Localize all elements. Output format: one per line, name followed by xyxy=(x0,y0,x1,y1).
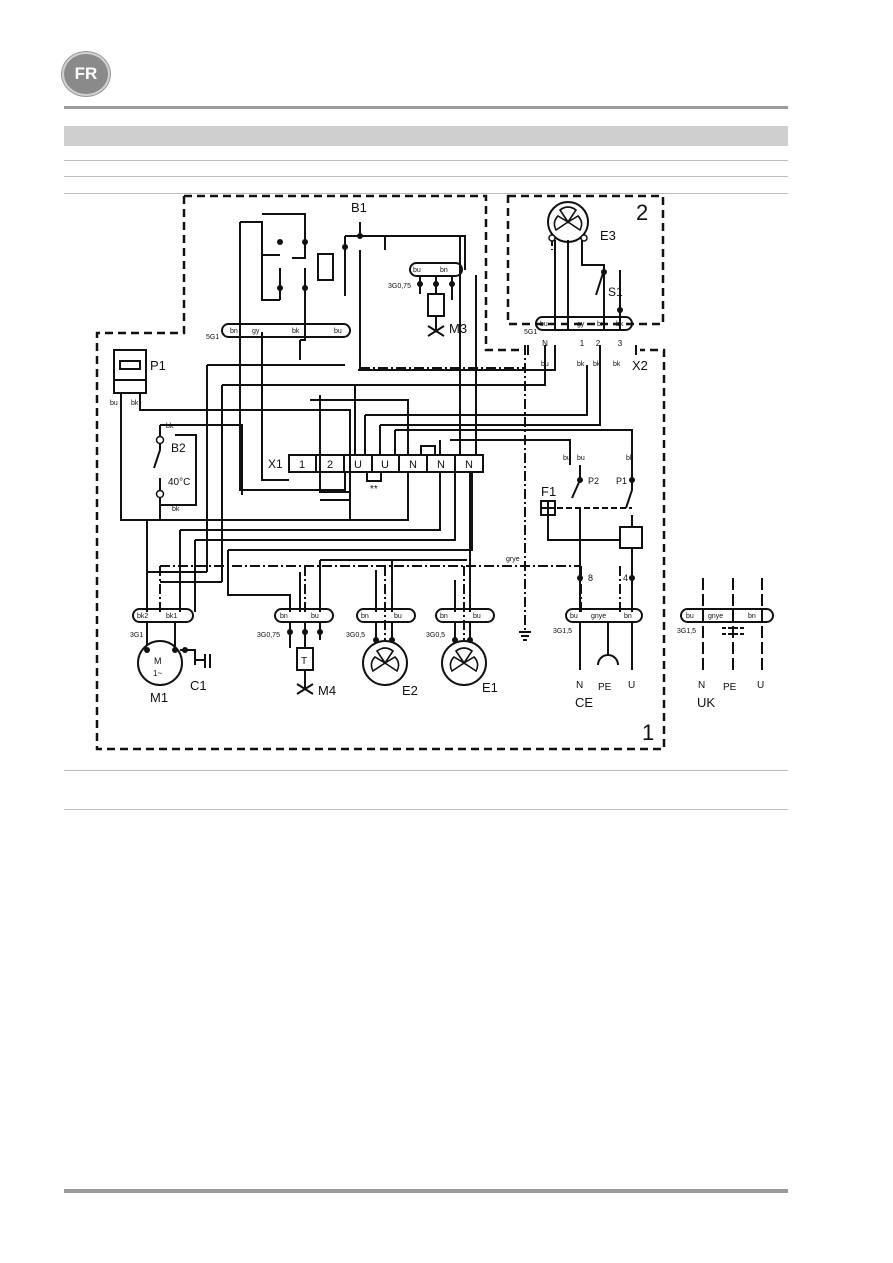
wire-code: bu xyxy=(570,613,578,620)
wire-code: bn xyxy=(361,613,369,620)
wire-code: bu xyxy=(311,613,319,620)
uk-supply-pe: PE xyxy=(723,682,737,693)
divider-3 xyxy=(64,193,788,194)
wire-code: bk xyxy=(172,506,180,513)
label-x2: X2 xyxy=(632,358,648,373)
divider-2 xyxy=(64,176,788,177)
x1-terminal: U xyxy=(354,459,362,471)
divider-1 xyxy=(64,160,788,161)
x1-terminal: 1 xyxy=(299,459,305,471)
wire-code: bu xyxy=(540,321,548,328)
wire-code: bn xyxy=(230,328,238,335)
uk-supply-u: U xyxy=(757,680,764,691)
divider-5 xyxy=(64,809,788,810)
m4-t-letter: T xyxy=(301,656,307,667)
label-p2-contact: P2 xyxy=(588,476,599,486)
wire-code: bu xyxy=(577,455,585,462)
wire-code: bn xyxy=(597,321,605,328)
x2-terminal: N xyxy=(542,339,548,348)
cable-5g1-left: 5G1 xyxy=(206,334,219,341)
motor-m-letter: M xyxy=(154,656,162,666)
wire-code: bu xyxy=(686,613,694,620)
wire-code: bn xyxy=(280,613,288,620)
label-m1: M1 xyxy=(150,690,168,705)
label-c1: C1 xyxy=(190,678,207,693)
wire-code: bk2 xyxy=(137,613,148,620)
header-rule xyxy=(64,106,788,109)
cable-3g075-m4: 3G0,75 xyxy=(257,632,280,639)
label-b2-temp: 40°C xyxy=(168,477,190,488)
wire-code: gnye xyxy=(591,613,606,620)
motor-phase: 1~ xyxy=(153,669,162,678)
wire-code: bu xyxy=(563,455,571,462)
label-f1: F1 xyxy=(541,484,556,499)
section-title-band xyxy=(64,126,788,146)
divider-4 xyxy=(64,770,788,771)
label-b1: B1 xyxy=(351,200,367,215)
wire-code: bk xyxy=(577,361,585,368)
wire-code: bk xyxy=(613,361,621,368)
wire-code: grye xyxy=(506,556,520,563)
wire-code: bk xyxy=(166,423,174,430)
wire-code: gy xyxy=(577,321,585,328)
cable-3g075-m3: 3G0,75 xyxy=(388,283,411,290)
terminal-4: 4 xyxy=(623,573,628,583)
x1-terminal: 2 xyxy=(327,459,333,471)
label-e1: E1 xyxy=(482,680,498,695)
jumper-mark: ** xyxy=(370,484,378,495)
terminal-8: 8 xyxy=(588,573,593,583)
wire-code: bn xyxy=(748,613,756,620)
wire-code: bk xyxy=(616,321,624,328)
footer-rule xyxy=(64,1189,788,1193)
wire-code: bu xyxy=(473,613,481,620)
x1-terminal: U xyxy=(381,459,389,471)
wire-code: gy xyxy=(252,328,260,335)
cable-3g05-e2: 3G0,5 xyxy=(346,632,365,639)
ce-supply-u: U xyxy=(628,680,635,691)
cable-3g1-m1: 3G1 xyxy=(130,632,143,639)
ce-supply-pe: PE xyxy=(598,682,612,693)
label-p1-contact: P1 xyxy=(616,476,627,486)
unit-1-number: 1 xyxy=(642,720,654,745)
wire-code: bk xyxy=(131,400,139,407)
ce-supply-n: N xyxy=(576,680,583,691)
wire-code: gnye xyxy=(708,613,723,620)
cable-3g15-ce: 3G1,5 xyxy=(553,628,572,635)
wire-code: bn xyxy=(440,613,448,620)
label-p1: P1 xyxy=(150,358,166,373)
wire-code: bu xyxy=(541,361,549,368)
wire-code: bk xyxy=(593,361,601,368)
wire-code: bu xyxy=(394,613,402,620)
language-badge: FR xyxy=(62,52,110,96)
label-s1: S1 xyxy=(608,285,623,299)
x1-terminal: N xyxy=(437,459,445,471)
wire-code: bk1 xyxy=(166,613,177,620)
wire-code: bk xyxy=(626,455,634,462)
x2-terminal: 1 xyxy=(580,339,585,348)
wire-code: bn xyxy=(440,267,448,274)
wire-code: bu xyxy=(334,328,342,335)
label-e3: E3 xyxy=(600,228,616,243)
label-b2: B2 xyxy=(171,441,186,455)
unit-2-number: 2 xyxy=(636,200,648,225)
cable-5g1-right: 5G1 xyxy=(524,329,537,336)
wire-code: bn xyxy=(624,613,632,620)
label-m3: M3 xyxy=(449,321,467,336)
cable-3g05-e1: 3G0,5 xyxy=(426,632,445,639)
uk-supply-n: N xyxy=(698,680,705,691)
x2-terminal: 3 xyxy=(618,339,623,348)
region-ce: CE xyxy=(575,695,593,710)
region-uk: UK xyxy=(697,695,715,710)
x1-terminal: N xyxy=(409,459,417,471)
wire-code: bk xyxy=(292,328,300,335)
x1-terminal: N xyxy=(465,459,473,471)
label-x1: X1 xyxy=(268,457,283,471)
label-e2: E2 xyxy=(402,683,418,698)
x2-terminal: 2 xyxy=(596,339,601,348)
wire-code: bu xyxy=(110,400,118,407)
cable-3g15-uk: 3G1,5 xyxy=(677,628,696,635)
wire-code: bu xyxy=(413,267,421,274)
label-m4: M4 xyxy=(318,683,336,698)
